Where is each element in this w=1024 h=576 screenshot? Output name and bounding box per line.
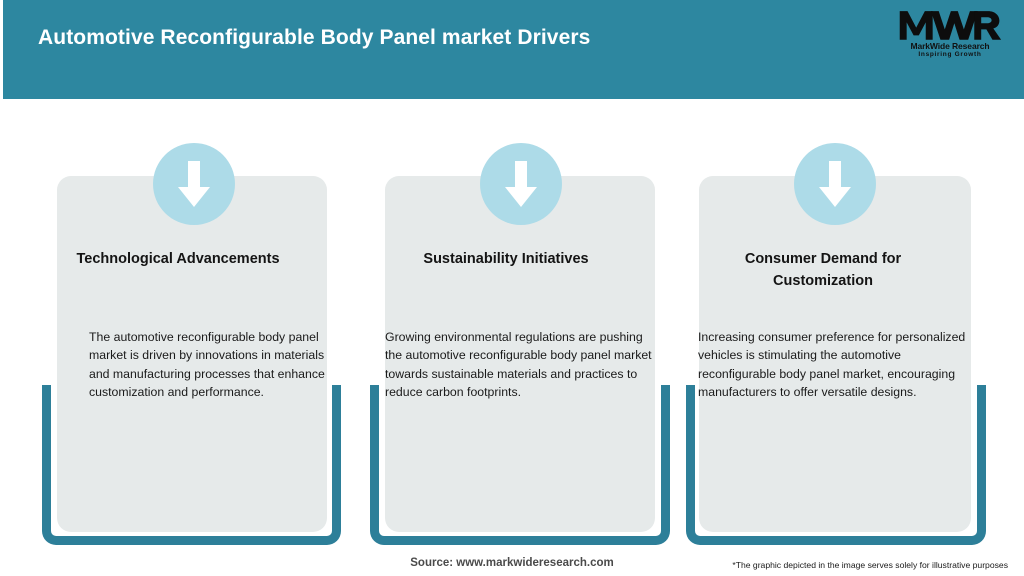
card-body: The automotive reconfigurable body panel… (89, 330, 325, 400)
arrow-down-icon (153, 143, 235, 225)
card-title: Technological Advancements (76, 251, 280, 267)
card-panel (57, 176, 327, 532)
card-panel (699, 176, 971, 532)
card-title: Consumer Demand for Customization (744, 251, 902, 289)
footer-source-text: Source: www.markwideresearch.com (410, 557, 614, 569)
logo-company-name: MarkWide Research (910, 41, 990, 51)
card-body: Growing environmental regulations are pu… (385, 330, 652, 400)
card-bracket (370, 385, 670, 545)
brand-logo: MarkWide Research Inspiring Growth (898, 8, 1002, 66)
card-bracket (686, 385, 986, 545)
card-panel (385, 176, 655, 532)
arrow-down-icon (794, 143, 876, 225)
arrow-down-icon (480, 143, 562, 225)
card-title: Sustainability Initiatives (423, 251, 589, 267)
header-bar: Automotive Reconfigurable Body Panel mar… (3, 0, 1024, 99)
footer-disclaimer-text: *The graphic depicted in the image serve… (732, 560, 1008, 570)
mwr-logo-icon (899, 11, 1002, 40)
card-body: Increasing consumer preference for perso… (698, 330, 966, 400)
card-bracket (42, 385, 341, 545)
logo-tagline: Inspiring Growth (918, 51, 982, 58)
page-title: Automotive Reconfigurable Body Panel mar… (38, 26, 591, 49)
